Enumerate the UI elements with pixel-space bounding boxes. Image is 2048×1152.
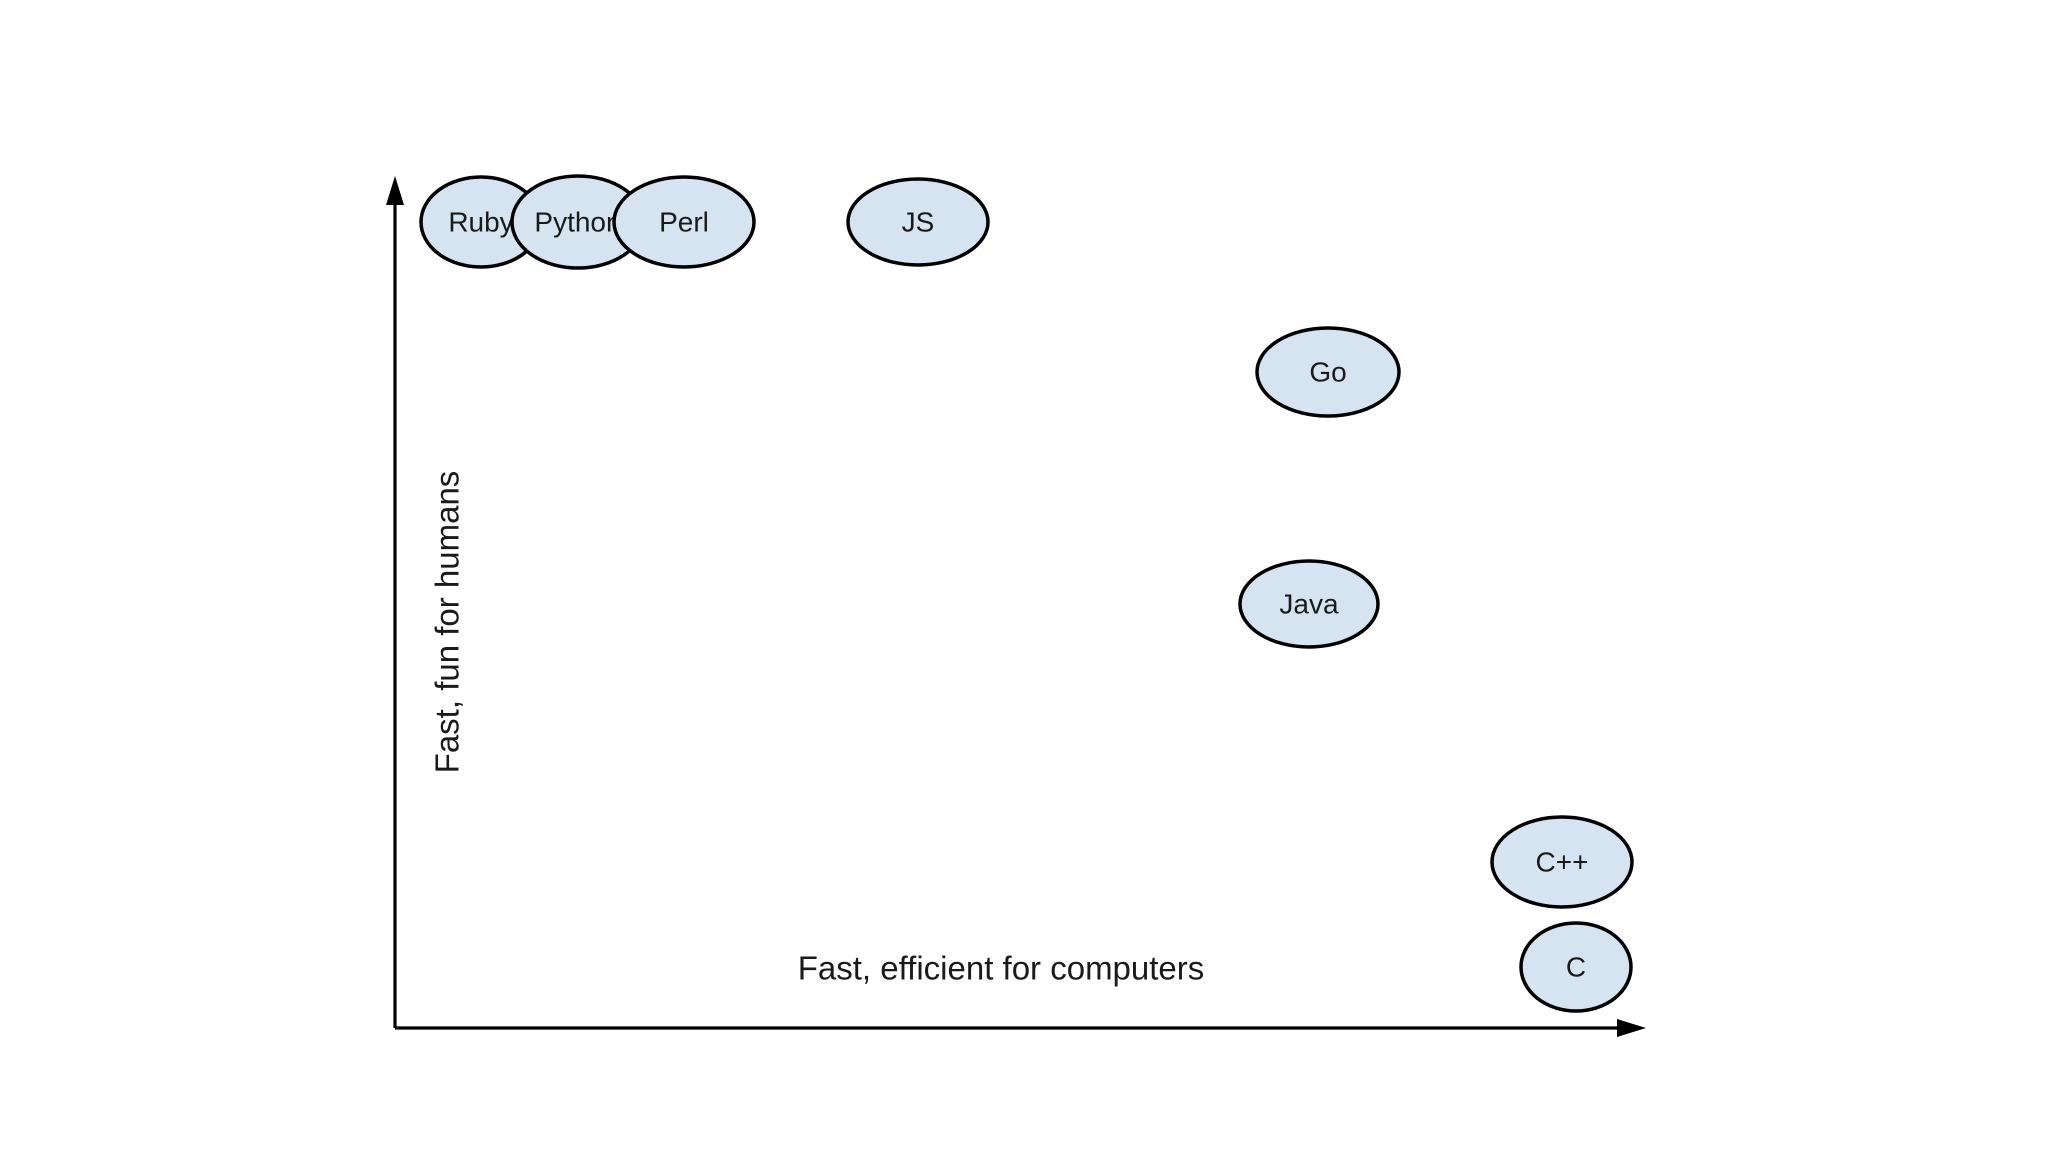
- bubble-ellipse-java: [1238, 559, 1380, 649]
- axes: Fast, efficient for computers Fast, fun …: [386, 176, 1646, 1037]
- bubble-ellipse-js: [846, 177, 990, 267]
- bubble-js: JS: [846, 177, 990, 267]
- bubble-go: Go: [1255, 326, 1401, 418]
- bubble-c: C: [1519, 921, 1633, 1013]
- bubble-label-go: Go: [1309, 357, 1346, 388]
- bubble-perl: Perl: [612, 175, 756, 269]
- bubble-label-python: Python: [534, 207, 621, 238]
- bubble-ellipse-c: [1519, 921, 1633, 1013]
- y-axis-arrowhead-icon: [386, 176, 404, 205]
- bubble-ruby: Ruby: [419, 175, 543, 269]
- bubble-ellipse-perl: [612, 175, 756, 269]
- bubble-ellipse-go: [1255, 326, 1401, 418]
- bubble-label-c: C: [1566, 952, 1586, 983]
- x-axis-label: Fast, efficient for computers: [798, 950, 1205, 987]
- bubble-cpp: C++: [1490, 815, 1634, 909]
- bubble-label-ruby: Ruby: [448, 207, 513, 238]
- bubble-label-cpp: C++: [1536, 847, 1589, 878]
- bubble-label-js: JS: [902, 207, 935, 238]
- bubble-label-perl: Perl: [659, 207, 709, 238]
- bubble-label-java: Java: [1279, 589, 1339, 620]
- bubble-java: Java: [1238, 559, 1380, 649]
- y-axis-label: Fast, fun for humans: [429, 471, 466, 774]
- x-axis-arrowhead-icon: [1617, 1019, 1646, 1037]
- bubble-ellipse-cpp: [1490, 815, 1634, 909]
